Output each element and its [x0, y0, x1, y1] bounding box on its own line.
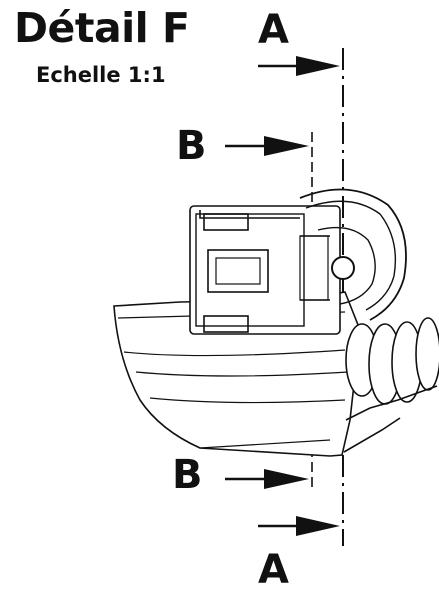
- arrow-b-bottom: [225, 469, 309, 489]
- clip-housing: [189, 205, 341, 335]
- hinge: [299, 188, 407, 321]
- arrow-a-top: [258, 56, 340, 76]
- arrow-a-bottom: [258, 516, 340, 536]
- arrow-b-top: [225, 136, 309, 156]
- spring: [343, 317, 439, 453]
- section-label-a-top: A: [258, 7, 289, 53]
- section-label-a-bottom: A: [258, 547, 289, 593]
- detail-title: Détail F: [14, 4, 190, 52]
- section-label-b-top: B: [176, 123, 207, 169]
- section-label-b-bottom: B: [172, 452, 203, 498]
- scale-label: Echelle 1:1: [36, 63, 166, 87]
